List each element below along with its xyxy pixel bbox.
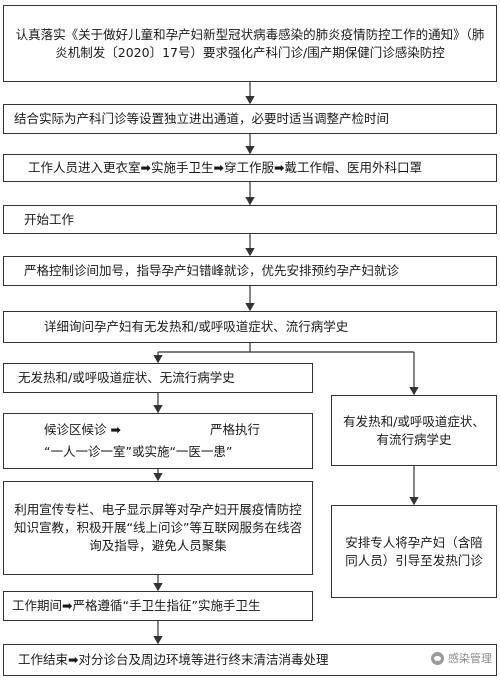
step-box-5: 严格控制诊间加号，指导孕产妇错峰就诊，优先安排预约孕产妇就诊 xyxy=(3,256,497,286)
step-box-3: 工作人员进入更衣室 ➡ 实施手卫生 ➡ 穿工作服 ➡ 戴工作帽、医用外科口罩 xyxy=(3,154,497,182)
step-text-3d: 戴工作帽、医用外科口罩 xyxy=(284,160,423,175)
step-box-4: 开始工作 xyxy=(3,205,497,234)
step-text-6: 详细询问孕产妇有无发热和/或呼吸道症状、流行病学史 xyxy=(44,319,349,334)
thick-arrow-icon: ➡ xyxy=(140,160,151,175)
step-text-3b: 实施手卫生 xyxy=(151,160,214,175)
right-text-2: 安排专人将孕产妇（含陪同人员）引导至发热门诊 xyxy=(345,534,483,568)
step-text-3a: 工作人员进入更衣室 xyxy=(28,160,141,175)
left-text-2c: “一人一诊一室”或实施“一医一患” xyxy=(44,444,233,459)
watermark-text: 感染管理 xyxy=(448,652,492,665)
left-text-1: 无发热和/或呼吸道症状、无流行病学史 xyxy=(18,370,235,385)
right-box-1: 有发热和/或呼吸道症状、有流行病学史 xyxy=(331,395,497,466)
left-text-3: 利用宣传专栏、电子显示屏等对孕产妇开展疫情防控知识宣教，积极开展“线上问诊”等互… xyxy=(14,502,302,553)
final-box: 工作结束 ➡ 对分诊台及周边环境等进行终末清洁消毒处理 xyxy=(3,644,497,676)
left-text-2a: 候诊区候诊 xyxy=(44,422,107,437)
step-box-6: 详细询问孕产妇有无发热和/或呼吸道症状、流行病学史 xyxy=(3,311,497,343)
thick-arrow-icon: ➡ xyxy=(62,598,73,613)
left-box-4: 工作期间 ➡ 严格遵循“手卫生指征”实施手卫生 xyxy=(3,591,313,621)
left-text-2b: 严格执行 xyxy=(210,422,261,437)
left-text-4b: 严格遵循“手卫生指征”实施手卫生 xyxy=(72,598,261,613)
left-box-1: 无发热和/或呼吸道症状、无流行病学史 xyxy=(3,363,313,393)
step-box-1: 认真落实《关于做好儿童和孕产妇新型冠状病毒感染的肺炎疫情防控工作的通知》（肺炎机… xyxy=(3,5,497,82)
wechat-icon xyxy=(431,651,444,665)
left-box-2: 候诊区候诊 ➡ 严格执行 “一人一诊一室”或实施“一医一患” xyxy=(3,413,313,469)
left-text-4a: 工作期间 xyxy=(12,598,63,613)
right-box-2: 安排专人将孕产妇（含陪同人员）引导至发热门诊 xyxy=(331,505,497,598)
step-text-3c: 穿工作服 xyxy=(224,160,275,175)
thick-arrow-icon: ➡ xyxy=(68,652,79,667)
step-text-5: 严格控制诊间加号，指导孕产妇错峰就诊，优先安排预约孕产妇就诊 xyxy=(24,263,400,278)
thick-arrow-icon: ➡ xyxy=(274,160,285,175)
thick-arrow-icon: ➡ xyxy=(110,422,121,437)
final-text-b: 对分诊台及周边环境等进行终末清洁消毒处理 xyxy=(78,652,329,667)
left-box-3: 利用宣传专栏、电子显示屏等对孕产妇开展疫情防控知识宣教，积极开展“线上问诊”等互… xyxy=(3,481,313,575)
final-text-a: 工作结束 xyxy=(18,652,69,667)
step-text-2: 结合实际为产科门诊等设置独立进出通道，必要时适当调整产检时间 xyxy=(14,111,390,126)
thick-arrow-icon: ➡ xyxy=(213,160,224,175)
step-box-2: 结合实际为产科门诊等设置独立进出通道，必要时适当调整产检时间 xyxy=(3,104,497,134)
watermark: 感染管理 xyxy=(431,650,492,666)
step-text-4: 开始工作 xyxy=(24,211,75,227)
right-text-1: 有发热和/或呼吸道症状、有流行病学史 xyxy=(343,413,485,447)
step-text-1: 认真落实《关于做好儿童和孕产妇新型冠状病毒感染的肺炎疫情防控工作的通知》（肺炎机… xyxy=(15,26,485,60)
